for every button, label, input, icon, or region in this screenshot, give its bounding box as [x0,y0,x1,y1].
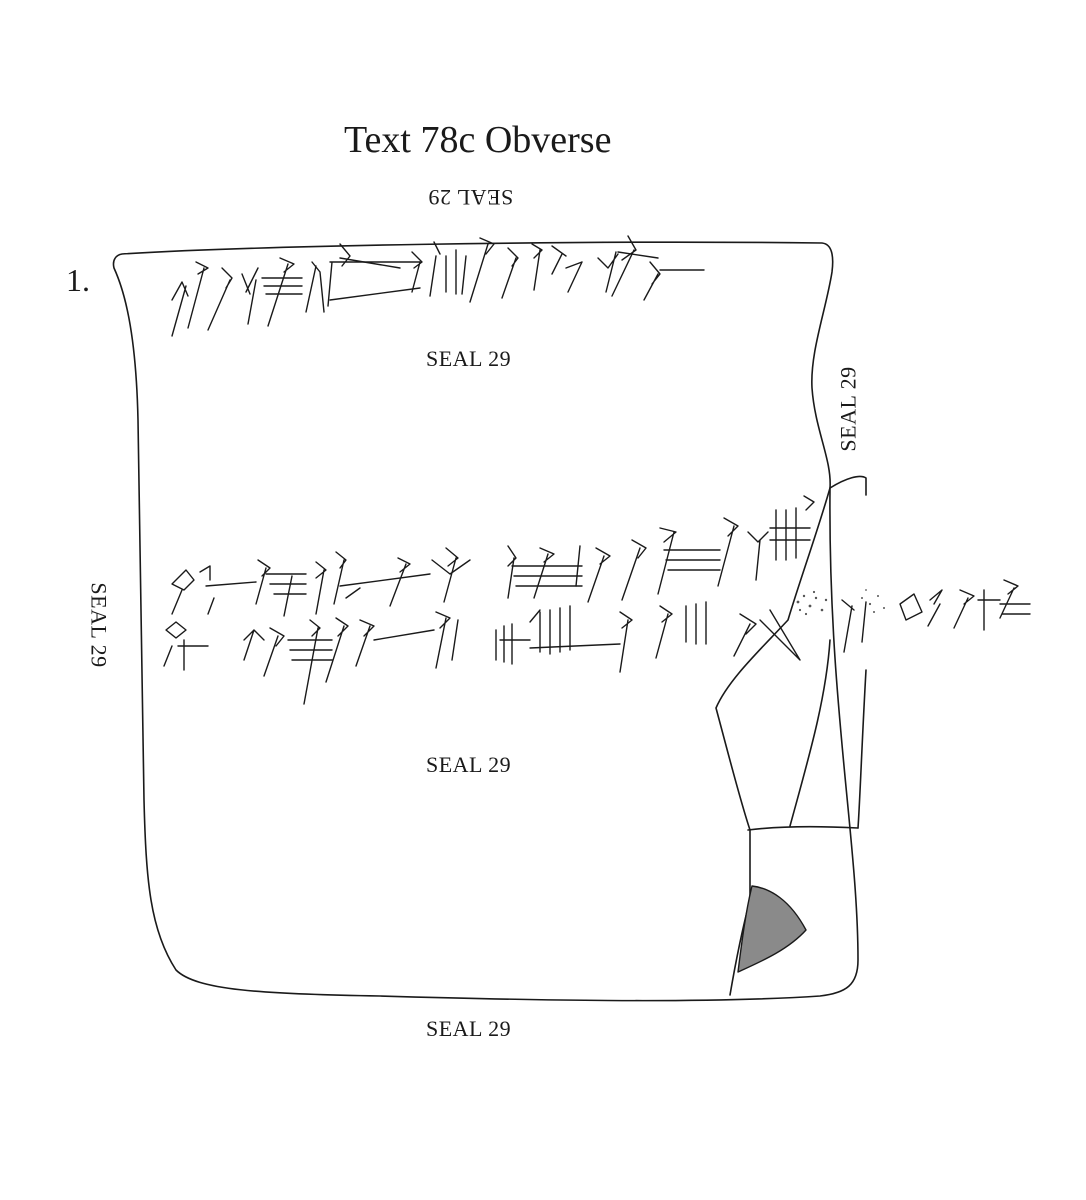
broken-chip [737,885,807,973]
line-number: 1. [66,262,90,298]
seal-label-right-edge: SEAL 29 [835,366,861,452]
fracture-line-outer [829,475,867,496]
seal-label-left-edge: SEAL 29 [86,582,112,668]
stipple-damage [796,589,885,616]
seal-label-bottom: SEAL 29 [426,1016,512,1041]
cuneiform-line-1 [171,235,705,337]
fracture-line-cross [747,825,859,831]
seal-label-lower-center: SEAL 29 [426,752,512,777]
seal-label-upper-center: SEAL 29 [426,346,512,371]
cuneiform-lines-middle [163,495,1031,705]
fracture-line-right [857,669,867,829]
tablet-outline [112,241,859,1002]
page-title: Text 78c Obverse [344,119,612,161]
seal-label-top-inverted: SEAL 29 [428,185,514,210]
fracture-line-inner [715,487,831,901]
fracture-line-mid [789,639,831,827]
